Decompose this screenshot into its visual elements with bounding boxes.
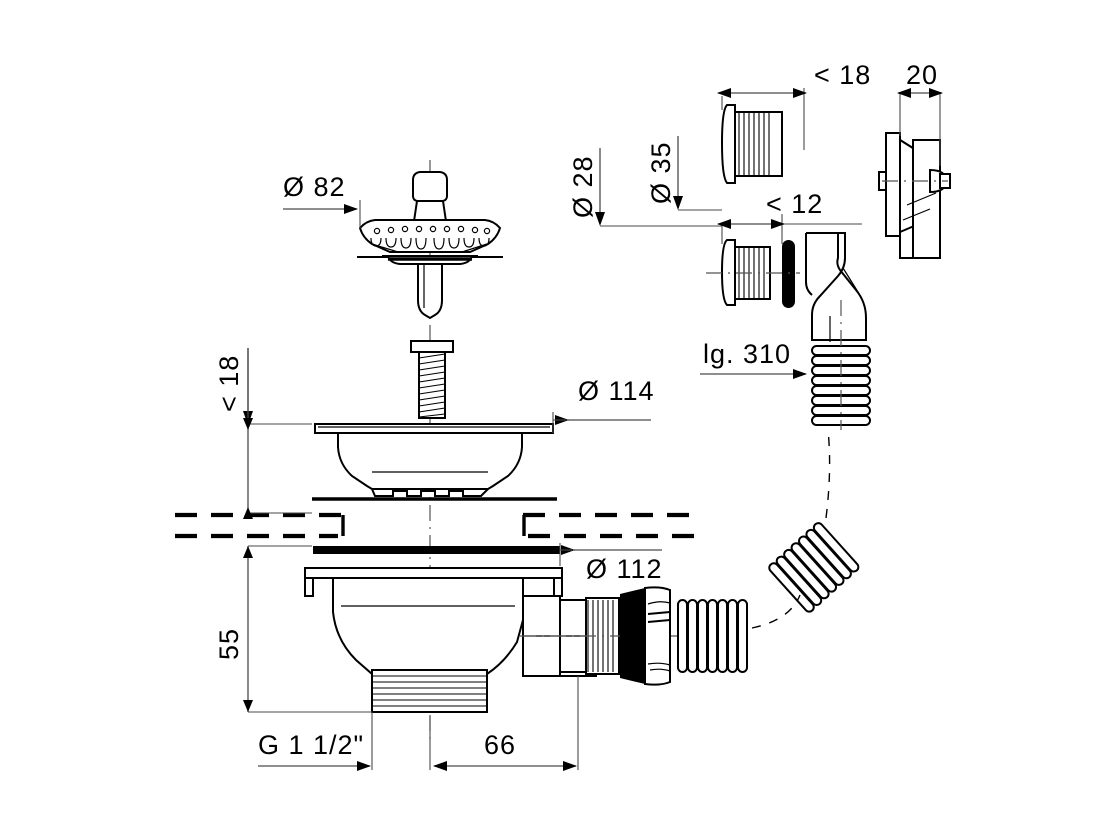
dim-wall-fitting-width: 20 bbox=[897, 60, 943, 166]
dim-thread-size: G 1 1/2" bbox=[258, 712, 373, 771]
dim-outlet-offset: 66 bbox=[429, 676, 579, 771]
overflow-flange-upper bbox=[720, 104, 783, 184]
dim-label-body-height: 55 bbox=[214, 628, 244, 660]
dim-overflow-flange-depth: < 18 bbox=[717, 60, 871, 150]
hose-route-leader-lower bbox=[751, 594, 801, 629]
dim-label-wall-fitting-width: 20 bbox=[906, 60, 938, 90]
overflow-gasket bbox=[782, 240, 795, 308]
dim-label-overflow-small-diameter: Ø 28 bbox=[568, 155, 598, 218]
dim-strainer-diameter: Ø 82 bbox=[283, 172, 361, 228]
dim-label-strainer-diameter: Ø 82 bbox=[283, 172, 346, 202]
hose-route-leader-upper bbox=[825, 429, 831, 519]
corrugated-hose-end bbox=[677, 599, 748, 673]
dim-gasket-diameter: Ø 112 bbox=[559, 543, 663, 584]
dim-label-top-clearance: < 18 bbox=[214, 355, 244, 412]
dim-label-thread-size: G 1 1/2" bbox=[258, 730, 364, 760]
dim-label-flange-diameter: Ø 114 bbox=[578, 376, 655, 406]
strainer-plug-assembly bbox=[357, 171, 503, 320]
drain-body bbox=[304, 567, 620, 713]
overflow-flange-lower bbox=[706, 239, 800, 308]
dim-label-outlet-offset: 66 bbox=[484, 730, 516, 760]
overflow-elbow bbox=[805, 232, 867, 342]
dim-label-hose-length: lg. 310 bbox=[703, 339, 791, 369]
dim-flange-diameter: Ø 114 bbox=[552, 376, 655, 433]
overflow-vertical-hose bbox=[811, 300, 871, 430]
dim-label-overflow-gasket-depth: < 12 bbox=[766, 189, 823, 219]
retaining-bolt bbox=[410, 340, 454, 419]
dim-top-clearance: < 18 bbox=[214, 348, 312, 519]
dim-label-overflow-large-diameter: Ø 35 bbox=[646, 141, 676, 204]
sealing-gasket bbox=[313, 546, 560, 554]
union-nut-and-hose bbox=[620, 586, 748, 686]
dim-label-gasket-diameter: Ø 112 bbox=[586, 554, 663, 584]
dim-overflow-large-diameter: Ø 35 bbox=[646, 136, 722, 211]
dim-body-height: 55 bbox=[214, 545, 372, 713]
tapered-wall-fitting bbox=[878, 132, 951, 259]
corrugated-hose-segment bbox=[768, 522, 860, 613]
dim-overflow-gasket-depth: < 12 bbox=[717, 189, 862, 244]
dim-label-overflow-flange-depth: < 18 bbox=[814, 60, 871, 90]
dim-hose-length: lg. 310 bbox=[700, 339, 807, 379]
sink-wall-cutout bbox=[175, 512, 700, 539]
dim-overflow-small-diameter: Ø 28 bbox=[568, 148, 722, 227]
strainer-basket bbox=[312, 423, 557, 501]
